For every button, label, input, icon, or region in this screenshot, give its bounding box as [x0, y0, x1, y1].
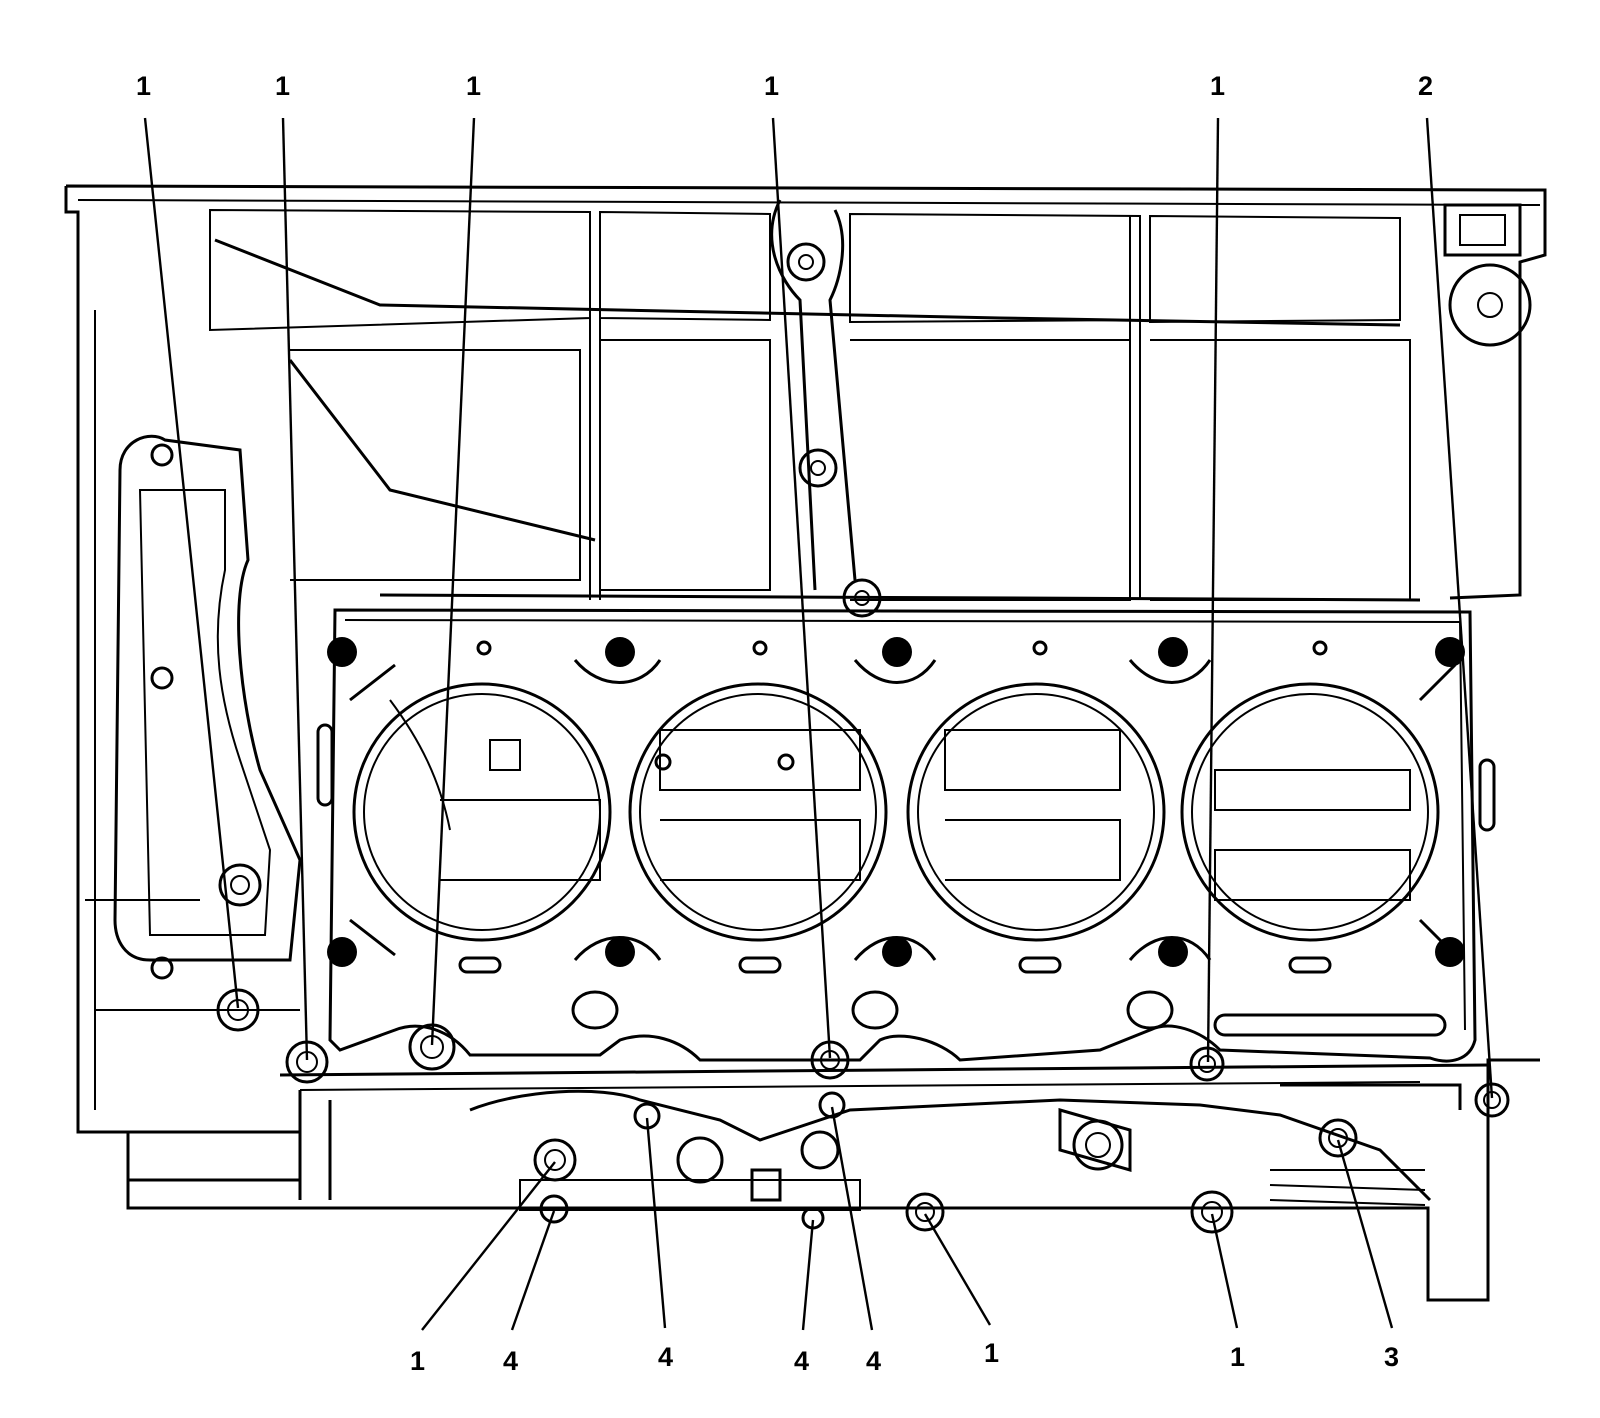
callout-label: 4 — [658, 1342, 673, 1372]
leader-c13 — [1210, 1213, 1239, 1329]
callout-label: 4 — [794, 1346, 809, 1376]
callout-label: 2 — [1418, 71, 1433, 101]
leader-c14 — [1336, 1139, 1394, 1329]
callout-label: 1 — [275, 71, 290, 101]
callout-label: 4 — [503, 1346, 518, 1376]
leader-c3 — [430, 117, 476, 1046]
leader-c9 — [645, 1117, 667, 1329]
leader-c10 — [801, 1219, 815, 1331]
callout-label: 3 — [1384, 1342, 1399, 1372]
leader-c4 — [771, 117, 832, 1059]
leader-c6 — [1425, 117, 1494, 1099]
head-gasket — [316, 608, 1496, 1063]
head-bolt-rosettes — [327, 637, 1465, 967]
leader-c2 — [281, 117, 309, 1061]
leader-c12 — [923, 1213, 992, 1326]
leader-c5 — [1206, 117, 1220, 1063]
leader-c7 — [421, 1161, 556, 1331]
callout-label: 1 — [1210, 71, 1225, 101]
callout-label: 1 — [1230, 1342, 1245, 1372]
callout-label: 1 — [410, 1346, 425, 1376]
leader-c1 — [143, 117, 240, 1009]
engine-block — [64, 184, 1547, 1302]
leader-c11 — [830, 1106, 874, 1331]
leader-c8 — [510, 1210, 556, 1331]
callout-labels: 1 1 1 1 1 2 1 4 4 4 4 1 1 3 — [136, 71, 1433, 1376]
callout-label: 1 — [764, 71, 779, 101]
callout-label: 4 — [866, 1346, 881, 1376]
callout-label: 1 — [136, 71, 151, 101]
callout-label: 1 — [984, 1338, 999, 1368]
callout-label: 1 — [466, 71, 481, 101]
leader-lines — [143, 117, 1494, 1331]
